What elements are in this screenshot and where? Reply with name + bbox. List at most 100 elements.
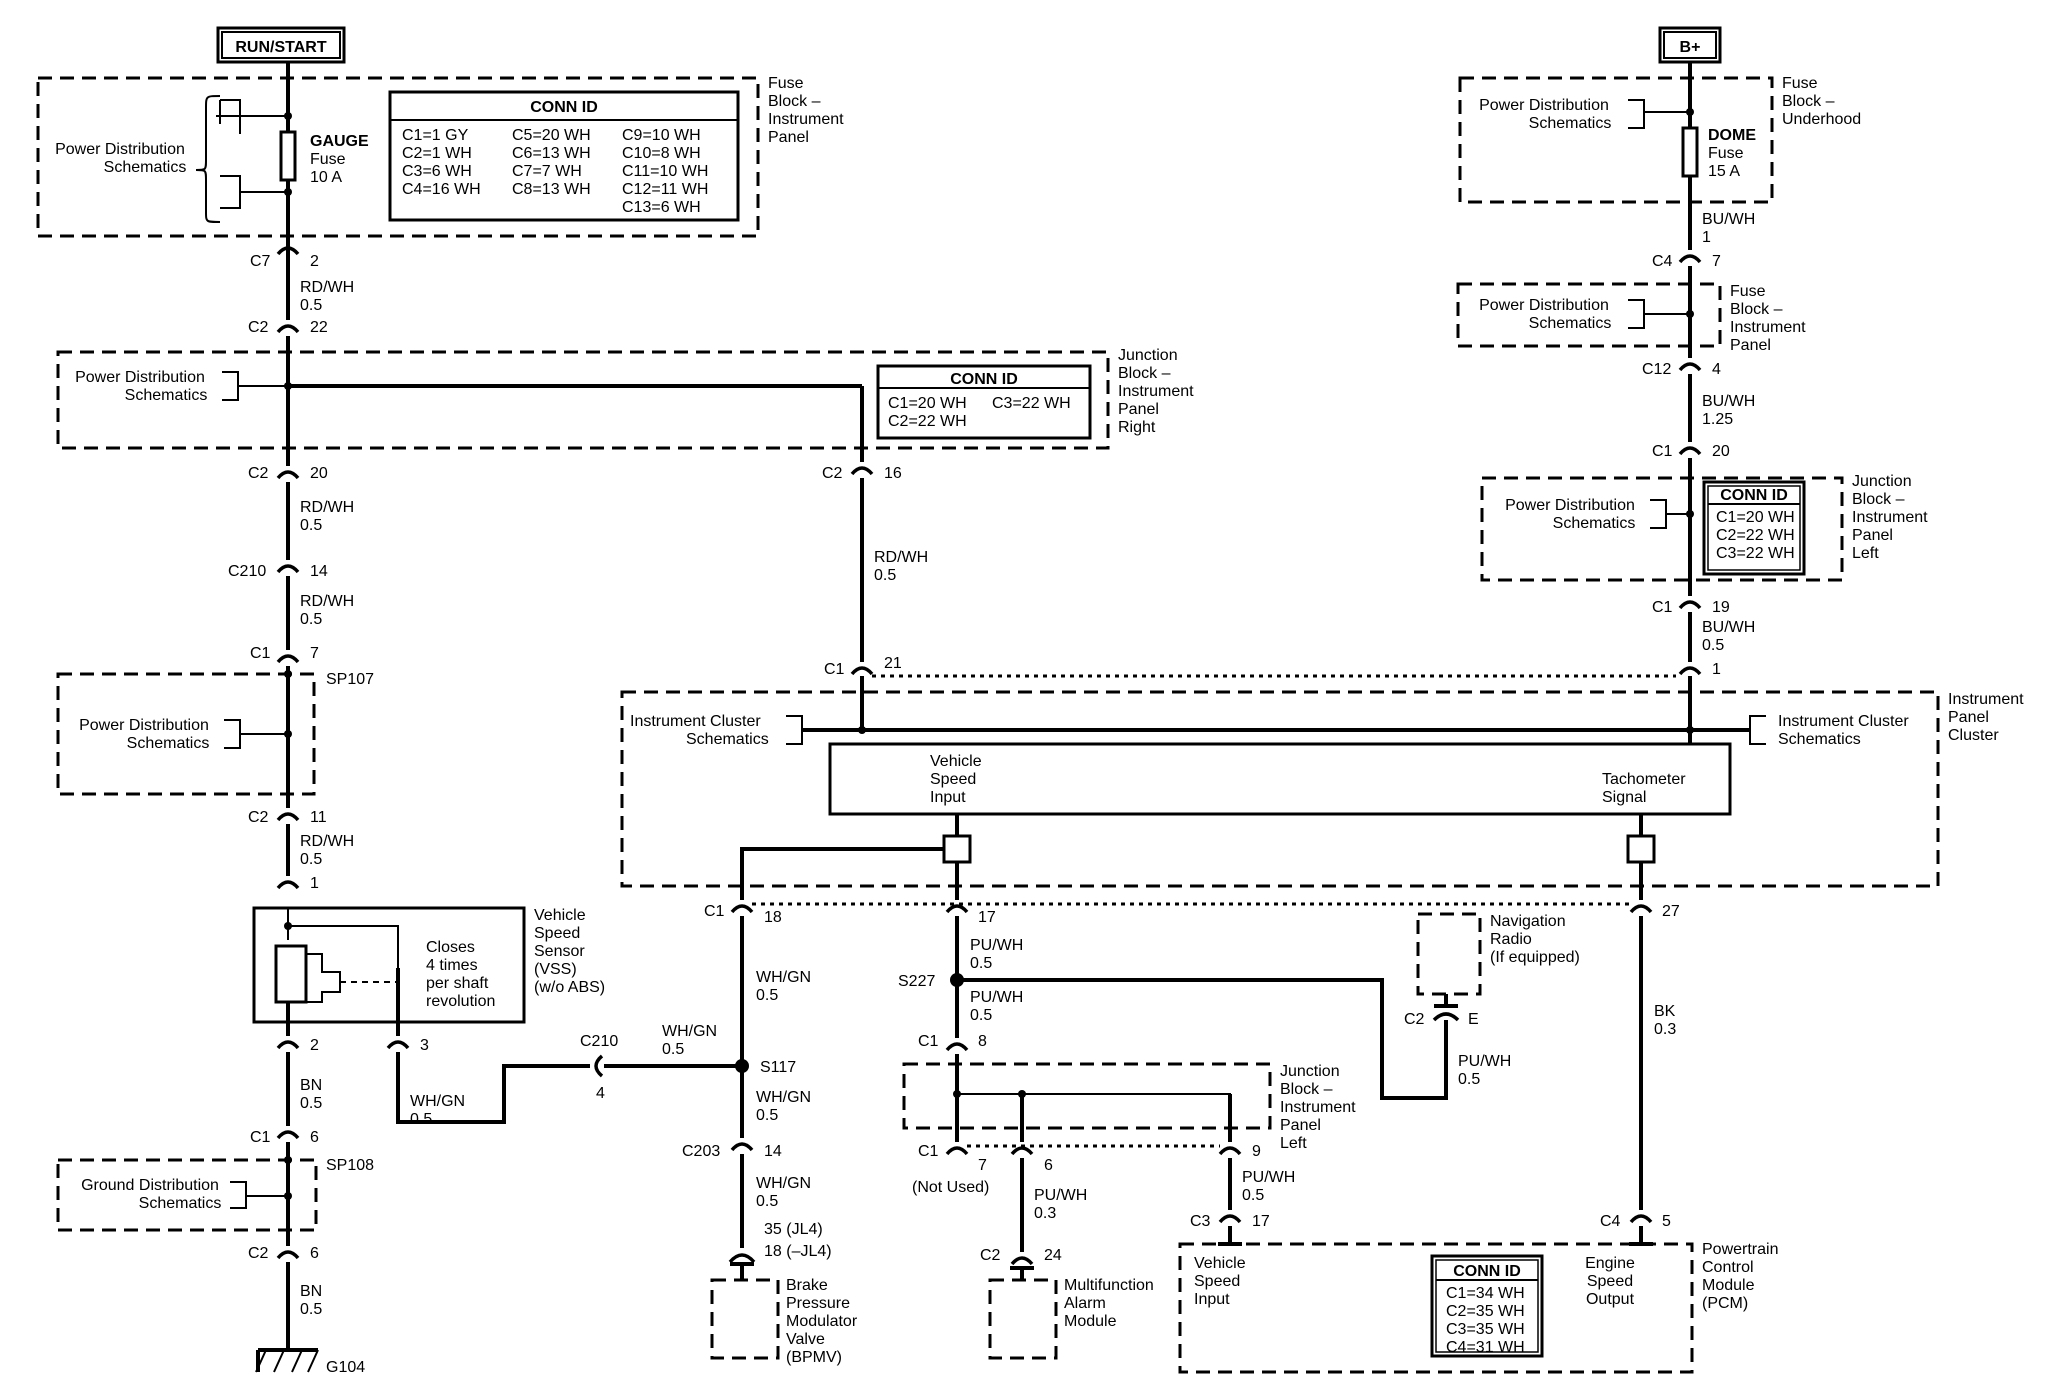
svg-text:6: 6 bbox=[1044, 1157, 1053, 1174]
svg-text:8: 8 bbox=[978, 1033, 987, 1050]
svg-text:18: 18 bbox=[764, 909, 782, 926]
svg-text:PU/WH: PU/WH bbox=[970, 989, 1023, 1006]
cluster-vsi-label: Vehicle Speed Input bbox=[930, 753, 982, 806]
svg-text:BU/WH: BU/WH bbox=[1702, 393, 1755, 410]
svg-text:C1=1 GY: C1=1 GY bbox=[402, 127, 469, 144]
svg-text:Panel: Panel bbox=[1948, 709, 1989, 726]
svg-text:17: 17 bbox=[1252, 1213, 1270, 1230]
connector-c2-16 bbox=[850, 466, 874, 476]
svg-text:WH/GN: WH/GN bbox=[756, 1089, 811, 1106]
svg-text:Alarm: Alarm bbox=[1064, 1295, 1106, 1312]
svg-text:Left: Left bbox=[1852, 545, 1879, 562]
svg-text:7: 7 bbox=[1712, 253, 1721, 270]
svg-text:C13=6 WH: C13=6 WH bbox=[622, 199, 701, 216]
svg-text:(VSS): (VSS) bbox=[534, 961, 577, 978]
svg-text:0.5: 0.5 bbox=[300, 1095, 322, 1112]
svg-text:C2=35 WH: C2=35 WH bbox=[1446, 1303, 1525, 1320]
pds-ref-6: Power Distribution Schematics bbox=[1505, 497, 1694, 532]
connector-c3-17 bbox=[1218, 1214, 1242, 1224]
svg-text:Output: Output bbox=[1586, 1291, 1635, 1308]
svg-text:0.5: 0.5 bbox=[410, 1111, 432, 1128]
svg-text:C1: C1 bbox=[250, 1129, 271, 1146]
connector-c2-24 bbox=[1010, 1256, 1034, 1266]
nav-radio-label: Navigation Radio (If equipped) bbox=[1490, 913, 1580, 966]
svg-text:Instrument: Instrument bbox=[1948, 691, 2024, 708]
svg-text:Sensor: Sensor bbox=[534, 943, 585, 960]
svg-text:16: 16 bbox=[884, 465, 902, 482]
svg-text:C3=6 WH: C3=6 WH bbox=[402, 163, 472, 180]
svg-text:0.5: 0.5 bbox=[970, 1007, 992, 1024]
svg-text:Schematics: Schematics bbox=[127, 735, 210, 752]
svg-text:Brake: Brake bbox=[786, 1277, 828, 1294]
svg-text:Speed: Speed bbox=[534, 925, 580, 942]
svg-text:C6=13 WH: C6=13 WH bbox=[512, 145, 591, 162]
svg-text:revolution: revolution bbox=[426, 993, 495, 1010]
bpmv-label: Brake Pressure Modulator Valve (BPMV) bbox=[786, 1277, 858, 1366]
svg-text:C1: C1 bbox=[250, 645, 271, 662]
svg-text:0.5: 0.5 bbox=[756, 1193, 778, 1210]
svg-text:C1: C1 bbox=[1652, 599, 1673, 616]
svg-text:C2=22 WH: C2=22 WH bbox=[1716, 527, 1795, 544]
svg-text:Junction: Junction bbox=[1118, 347, 1178, 364]
svg-text:C210: C210 bbox=[228, 563, 266, 580]
svg-text:Block –: Block – bbox=[1118, 365, 1171, 382]
svg-text:C2: C2 bbox=[822, 465, 843, 482]
svg-text:C4: C4 bbox=[1600, 1213, 1621, 1230]
svg-text:CONN ID: CONN ID bbox=[1720, 487, 1788, 504]
connector-vss-3 bbox=[386, 1040, 410, 1050]
svg-text:WH/GN: WH/GN bbox=[756, 969, 811, 986]
svg-text:24: 24 bbox=[1044, 1247, 1062, 1264]
svg-text:21: 21 bbox=[884, 655, 902, 672]
connector-c1-18 bbox=[730, 904, 754, 914]
pcm-eso-label: Engine Speed Output bbox=[1585, 1255, 1635, 1308]
svg-text:Fuse: Fuse bbox=[1782, 75, 1818, 92]
svg-text:Panel: Panel bbox=[1118, 401, 1159, 418]
svg-text:Junction: Junction bbox=[1852, 473, 1912, 490]
svg-text:19: 19 bbox=[1712, 599, 1730, 616]
svg-text:C1: C1 bbox=[704, 903, 725, 920]
svg-text:WH/GN: WH/GN bbox=[410, 1093, 465, 1110]
svg-text:C1: C1 bbox=[918, 1143, 939, 1160]
connector-c4-5 bbox=[1629, 1214, 1653, 1224]
svg-text:BN: BN bbox=[300, 1077, 322, 1094]
svg-text:Pressure: Pressure bbox=[786, 1295, 850, 1312]
svg-text:Control: Control bbox=[1702, 1259, 1754, 1276]
svg-text:Navigation: Navigation bbox=[1490, 913, 1566, 930]
connector-c4-7 bbox=[1678, 254, 1702, 264]
cluster-tach-label: Tachometer Signal bbox=[1602, 771, 1686, 806]
svg-text:Schematics: Schematics bbox=[125, 387, 208, 404]
svg-text:B+: B+ bbox=[1680, 39, 1701, 56]
svg-text:0.5: 0.5 bbox=[756, 987, 778, 1004]
connector-c1-20 bbox=[1678, 446, 1702, 456]
svg-text:17: 17 bbox=[978, 909, 996, 926]
connector-c1-19 bbox=[1678, 600, 1702, 610]
svg-text:0.5: 0.5 bbox=[300, 611, 322, 628]
svg-text:0.3: 0.3 bbox=[1654, 1021, 1676, 1038]
svg-text:(BPMV): (BPMV) bbox=[786, 1349, 842, 1366]
pcm-box bbox=[1178, 1242, 1694, 1374]
svg-text:Powertrain: Powertrain bbox=[1702, 1241, 1778, 1258]
fuse-block-ip-label: Fuse Block – Instrument Panel bbox=[768, 75, 844, 146]
svg-text:2: 2 bbox=[310, 253, 319, 270]
svg-text:0.5: 0.5 bbox=[300, 297, 322, 314]
svg-text:C10=8 WH: C10=8 WH bbox=[622, 145, 701, 162]
svg-text:Modulator: Modulator bbox=[786, 1313, 858, 1330]
svg-text:WH/GN: WH/GN bbox=[662, 1023, 717, 1040]
conn-id-fuse-block-ip: CONN ID C1=1 GY C2=1 WH C3=6 WH C4=16 WH… bbox=[388, 90, 740, 222]
svg-text:C12=11 WH: C12=11 WH bbox=[622, 181, 708, 198]
fuse-block-ip2-label: Fuse Block – Instrument Panel bbox=[1730, 283, 1806, 354]
connector-vss-2 bbox=[276, 1040, 300, 1050]
svg-text:1: 1 bbox=[310, 875, 319, 892]
svg-text:Ground Distribution: Ground Distribution bbox=[81, 1177, 219, 1194]
svg-text:C9=10 WH: C9=10 WH bbox=[622, 127, 701, 144]
connector-c2-11 bbox=[276, 812, 300, 822]
svg-text:DOME: DOME bbox=[1708, 127, 1756, 144]
connector-c210-4 bbox=[594, 1054, 604, 1078]
connector-vss-1 bbox=[276, 880, 300, 890]
connector-c2-22 bbox=[276, 324, 300, 334]
splice-s117 bbox=[735, 1059, 749, 1073]
connector-c1-17 bbox=[945, 904, 969, 914]
svg-text:C11=10 WH: C11=10 WH bbox=[622, 163, 708, 180]
svg-text:Speed: Speed bbox=[930, 771, 976, 788]
